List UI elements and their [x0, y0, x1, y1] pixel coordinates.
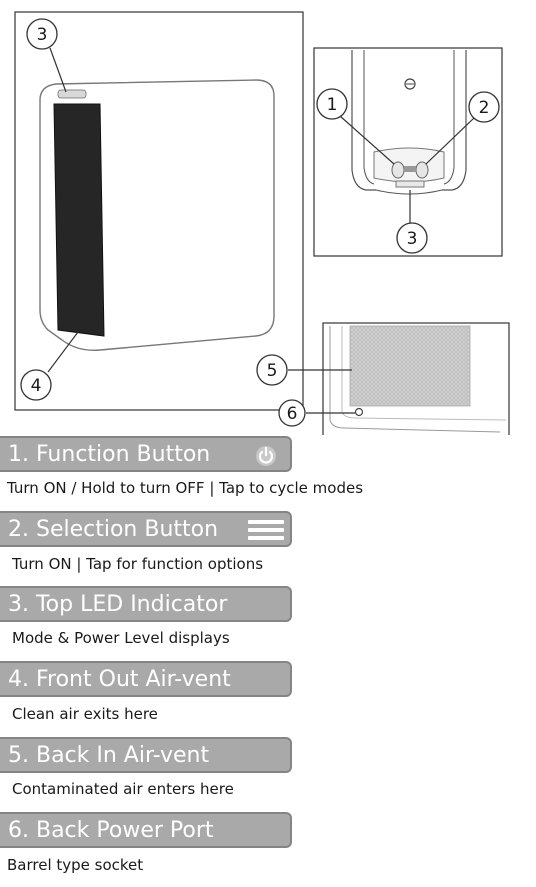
- legend-title: 3. Top LED Indicator: [8, 592, 228, 617]
- callout-6: 6: [287, 404, 298, 424]
- legend-description: Turn ON / Hold to turn OFF | Tap to cycl…: [7, 479, 364, 497]
- top-detail-panel: 1 2 3: [313, 47, 503, 257]
- back-air-vent: [349, 325, 471, 407]
- legend-title: 2. Selection Button: [8, 517, 219, 542]
- menu-lines-icon: [248, 520, 284, 540]
- legend-description: Contaminated air enters here: [12, 780, 234, 798]
- legend-bar-top-led: 3. Top LED Indicator: [0, 586, 292, 622]
- power-icon: [256, 446, 276, 466]
- product-diagram: 3 4 1 2 3: [14, 11, 510, 435]
- legend-description: Mode & Power Level displays: [12, 629, 230, 647]
- callout-3-main: 3: [37, 25, 48, 45]
- legend-title: 6. Back Power Port: [8, 818, 214, 843]
- legend-bar-back-vent: 5. Back In Air-vent: [0, 737, 292, 773]
- legend-bar-function-button: 1. Function Button: [0, 436, 292, 472]
- function-button-detail: [391, 161, 405, 179]
- selection-button-detail: [415, 161, 429, 179]
- led-strip-detail: [395, 180, 425, 188]
- legend-title: 1. Function Button: [8, 442, 211, 467]
- legend-description: Turn ON | Tap for function options: [12, 555, 264, 573]
- back-detail-panel: 5 6: [256, 322, 510, 435]
- callout-1: 1: [327, 95, 338, 115]
- callout-5: 5: [267, 361, 278, 381]
- power-port: [354, 407, 364, 417]
- callout-4: 4: [31, 376, 42, 396]
- legend-bar-front-vent: 4. Front Out Air-vent: [0, 661, 292, 697]
- front-air-vent: [53, 103, 105, 337]
- top-led-slot: [57, 89, 87, 99]
- legend-bar-selection-button: 2. Selection Button: [0, 511, 292, 547]
- callout-3-detail: 3: [407, 229, 418, 249]
- legend-title: 4. Front Out Air-vent: [8, 667, 231, 692]
- legend-title: 5. Back In Air-vent: [8, 743, 210, 768]
- legend-description: Clean air exits here: [12, 705, 158, 723]
- main-device-panel: 3 4: [14, 11, 304, 411]
- legend-bar-power-port: 6. Back Power Port: [0, 812, 292, 848]
- callout-2: 2: [479, 98, 490, 118]
- legend-description: Barrel type socket: [7, 856, 144, 874]
